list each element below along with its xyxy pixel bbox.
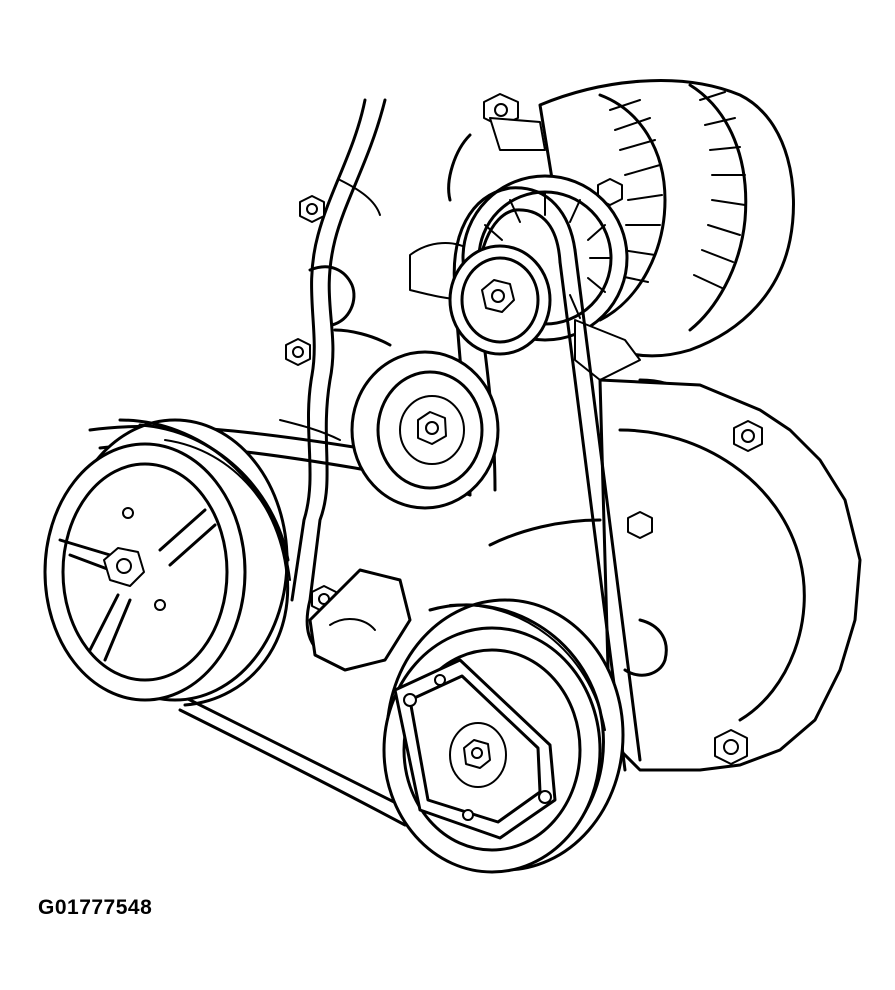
ac-compressor-pulley [382,598,625,874]
bolt-middle-left [285,338,311,366]
alternator-pulley [448,244,552,356]
block-bolts [285,195,337,613]
figure-code: G01777548 [38,896,153,919]
idler-pulley [350,350,500,510]
bolt-upper-left [299,195,325,223]
alternator-bracket [598,378,862,772]
lower-bracket [308,568,412,672]
crankshaft-pulley [43,418,291,707]
